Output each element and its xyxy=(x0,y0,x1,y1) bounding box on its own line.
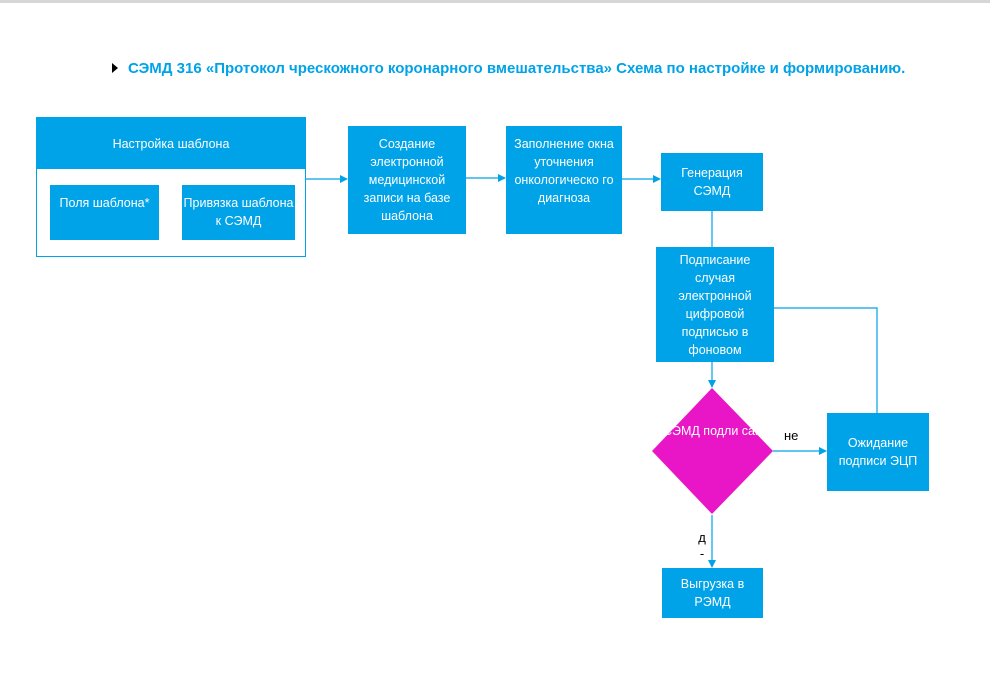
edge-wait-to-sign xyxy=(774,307,878,413)
fill-window-box: Заполнение окна уточнения онкологическо … xyxy=(506,126,622,234)
decision-diamond xyxy=(652,388,773,514)
top-border xyxy=(0,0,990,3)
upload-remd-box: Выгрузка в РЭМД xyxy=(662,568,763,618)
sign-ecp-box: Подписание случая электронной цифровой п… xyxy=(656,247,774,362)
edge-label-yes: д - xyxy=(698,530,706,561)
template-fields-box: Поля шаблона* xyxy=(50,185,159,240)
create-record-box: Создание электронной медицинской записи … xyxy=(348,126,466,234)
template-binding-box: Привязка шаблона к СЭМД xyxy=(182,185,295,240)
bullet-arrow-icon xyxy=(112,63,118,73)
slide-title-row: СЭМД 316 «Протокол чрескожного коронарно… xyxy=(112,58,905,78)
wait-signature-box: Ожидание подписи ЭЦП xyxy=(827,413,929,491)
decision-label: СЭМД подли сан xyxy=(663,424,762,438)
edge-label-no: не xyxy=(784,428,799,443)
template-setup-group: Настройка шаблона Поля шаблона* Привязка… xyxy=(36,117,306,257)
template-setup-header: Настройка шаблона xyxy=(37,118,305,169)
slide-title: СЭМД 316 «Протокол чрескожного коронарно… xyxy=(128,59,906,77)
generate-semd-box: Генерация СЭМД xyxy=(661,153,763,211)
